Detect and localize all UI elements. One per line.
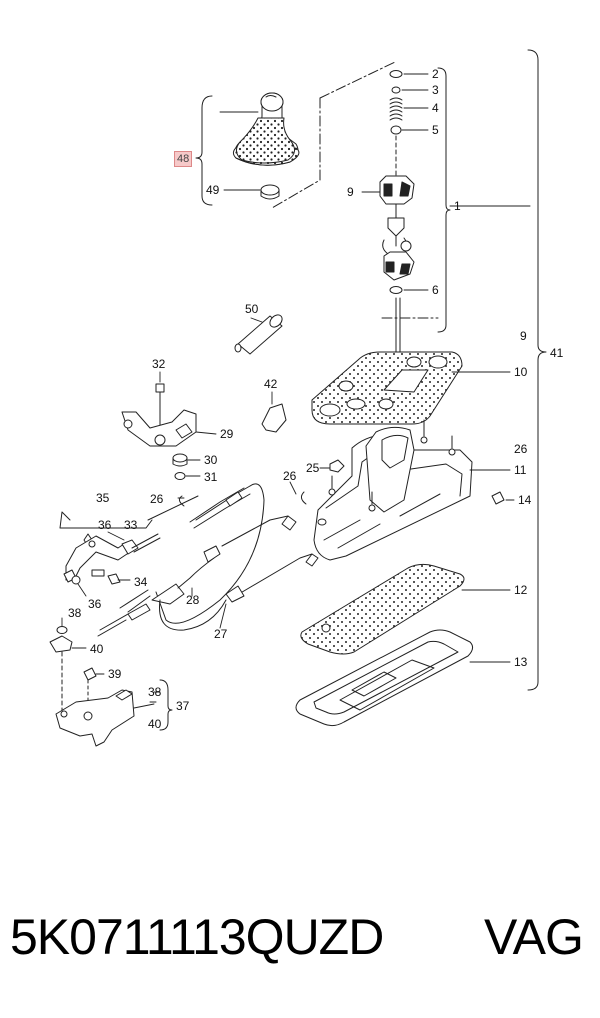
leader-lines: [61, 73, 515, 709]
selector-lever-37: [55, 667, 161, 747]
callout-39: 39: [108, 667, 122, 681]
callout-12: 12: [514, 583, 528, 597]
callout-40-bottom: 40: [148, 717, 162, 731]
bracket-1: [437, 67, 451, 333]
cable-28: [119, 483, 265, 624]
callout-9-right: 9: [520, 329, 527, 343]
clip-26-left: [178, 495, 185, 507]
clamp-49: [260, 184, 280, 200]
insulation-pad-12: [300, 563, 465, 655]
callout-25: 25: [306, 461, 320, 475]
callout-14: 14: [518, 493, 532, 507]
callout-30: 30: [204, 453, 218, 467]
callout-6: 6: [432, 283, 439, 297]
callout-11: 11: [514, 463, 527, 477]
callout-34: 34: [134, 575, 148, 589]
callout-49: 49: [206, 183, 220, 197]
callout-33: 33: [124, 518, 138, 532]
callout-26-mid: 26: [283, 469, 297, 483]
mount-bracket-29: [121, 383, 197, 447]
callout-38-bottom: 38: [148, 685, 162, 699]
lever-assembly-35: [59, 511, 161, 585]
callout-27: 27: [214, 627, 228, 641]
gasket-10: [311, 351, 463, 425]
gear-knob-boot: [232, 92, 300, 166]
callout-28: 28: [186, 593, 200, 607]
part-number: 5K0711113QUZD: [10, 909, 384, 965]
callout-42: 42: [264, 377, 278, 391]
callout-3: 3: [432, 83, 439, 97]
callout-48-highlight: 48: [174, 151, 193, 167]
callout-32: 32: [152, 357, 166, 371]
shifter-housing-11: [313, 419, 473, 561]
callout-37: 37: [176, 699, 190, 713]
callout-36-bottom: 36: [88, 597, 102, 611]
callout-35: 35: [96, 491, 110, 505]
callout-41: 41: [550, 346, 564, 360]
bushing-30-31: [172, 453, 188, 480]
callout-5: 5: [432, 123, 439, 137]
nut-25: [329, 459, 345, 473]
exploded-parts-diagram: [49, 49, 547, 747]
callout-40-top: 40: [90, 642, 104, 656]
cable-27: [97, 515, 319, 637]
callout-31: 31: [204, 470, 218, 484]
callout-36-top: 36: [98, 518, 112, 532]
cover-frame-13: [295, 629, 474, 727]
callout-9-top: 9: [347, 185, 354, 199]
callout-38-top: 38: [68, 606, 82, 620]
washer-bracket-40: [49, 626, 73, 711]
bracket-41: [527, 49, 547, 691]
callout-29: 29: [220, 427, 234, 441]
callout-1: 1: [454, 199, 461, 213]
grease-tube-50: [234, 314, 283, 355]
bracket-48: [195, 95, 213, 206]
callout-26-right: 26: [514, 442, 528, 456]
part-number-line: 5K0711113QUZD VAG: [0, 900, 600, 980]
clip-26-housing: [300, 491, 307, 505]
callout-50: 50: [245, 302, 259, 316]
callout-13: 13: [514, 655, 528, 669]
callout-10: 10: [514, 365, 528, 379]
shaft-stack: [379, 70, 415, 401]
callout-2: 2: [432, 67, 439, 81]
brand-name: VAG: [484, 909, 584, 965]
clip-42: [261, 403, 287, 433]
callout-4: 4: [432, 101, 439, 115]
clip-14: [491, 491, 505, 505]
callout-26-left: 26: [150, 492, 164, 506]
